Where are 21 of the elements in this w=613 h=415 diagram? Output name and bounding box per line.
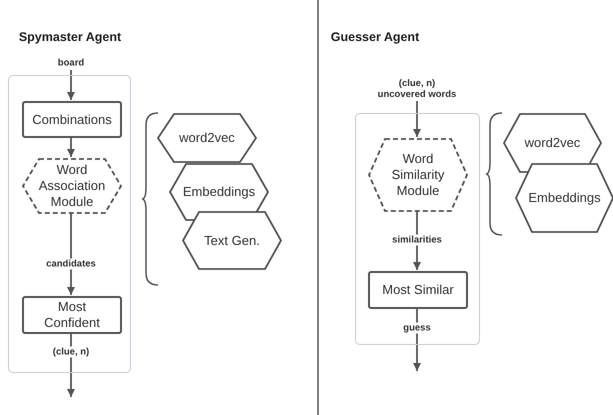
agent-panel [8, 75, 131, 373]
edge-label: similarities [390, 234, 444, 246]
dashed-hexagon-node: Word Association Module [23, 158, 121, 214]
process-box: Most Similar [368, 271, 468, 309]
hexagon-node: Text Gen. [183, 211, 281, 270]
panel-title: Guesser Agent [330, 30, 420, 44]
edge-label: (clue, n) [50, 346, 92, 358]
panel-title: Spymaster Agent [18, 30, 122, 44]
arrow [66, 213, 76, 295]
arrow [412, 101, 422, 137]
process-box: Most Confident [22, 296, 122, 334]
arrow [66, 137, 76, 157]
agent-panel [355, 113, 480, 345]
dashed-hexagon-node: Word Similarity Module [369, 138, 467, 212]
hexagon-node: word2vec [158, 113, 256, 163]
process-box: Combinations [22, 101, 122, 138]
edge-label: board [56, 58, 86, 68]
edge-label: guess [401, 322, 433, 334]
arrow [66, 70, 76, 100]
edge-label: candidates [44, 258, 98, 270]
hexagon-node: Embeddings [516, 163, 613, 233]
